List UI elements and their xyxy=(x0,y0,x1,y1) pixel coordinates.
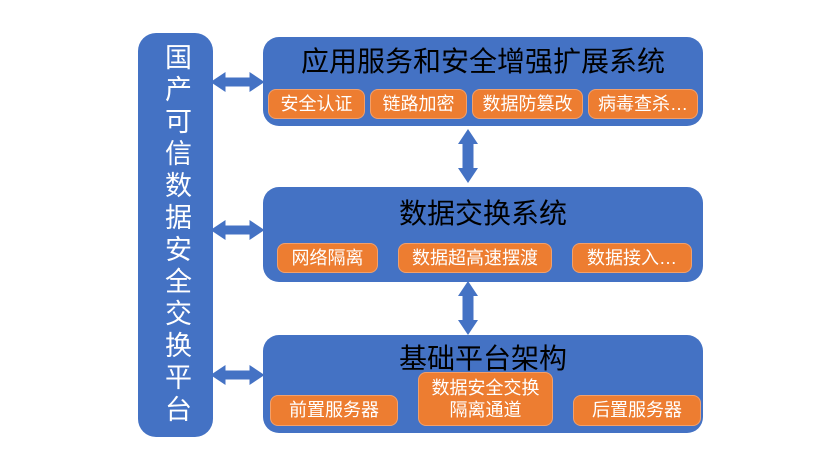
module-chip: 病毒查杀… xyxy=(588,89,698,119)
module-chip: 安全认证 xyxy=(268,89,365,119)
module-chip: 数据安全交换 隔离通道 xyxy=(418,372,553,426)
chip-row: 前置服务器 数据安全交换 隔离通道 后置服务器 xyxy=(263,372,703,426)
module-chip: 数据防篡改 xyxy=(472,89,583,119)
module-chip: 数据接入… xyxy=(572,243,692,273)
chip-row: 网络隔离 数据超高速摆渡 数据接入… xyxy=(263,243,703,273)
layer-title: 应用服务和安全增强扩展系统 xyxy=(300,46,665,77)
layer-base-platform-box: 基础平台架构 前置服务器 数据安全交换 隔离通道 后置服务器 xyxy=(263,335,703,433)
module-chip: 网络隔离 xyxy=(277,243,378,273)
layer-app-services-box: 应用服务和安全增强扩展系统 安全认证 链路加密 数据防篡改 病毒查杀… xyxy=(263,37,703,126)
chip-row: 安全认证 链路加密 数据防篡改 病毒查杀… xyxy=(263,89,703,119)
module-chip: 数据超高速摆渡 xyxy=(398,243,552,273)
layer-data-exchange-box: 数据交换系统 网络隔离 数据超高速摆渡 数据接入… xyxy=(263,187,703,282)
horizontal-double-arrow-icon xyxy=(210,365,265,385)
module-chip: 后置服务器 xyxy=(573,395,701,426)
platform-box: 国产可信数据安全交换平台 xyxy=(138,33,213,437)
horizontal-double-arrow-icon xyxy=(210,72,265,92)
layer-title: 基础平台架构 xyxy=(398,343,567,374)
module-chip: 前置服务器 xyxy=(270,395,398,426)
horizontal-double-arrow-icon xyxy=(210,220,265,240)
platform-label: 国产可信数据安全交换平台 xyxy=(161,43,191,427)
module-chip: 链路加密 xyxy=(370,89,467,119)
vertical-double-arrow-icon xyxy=(458,129,478,183)
vertical-double-arrow-icon xyxy=(458,281,478,335)
layer-title: 数据交换系统 xyxy=(398,198,567,229)
